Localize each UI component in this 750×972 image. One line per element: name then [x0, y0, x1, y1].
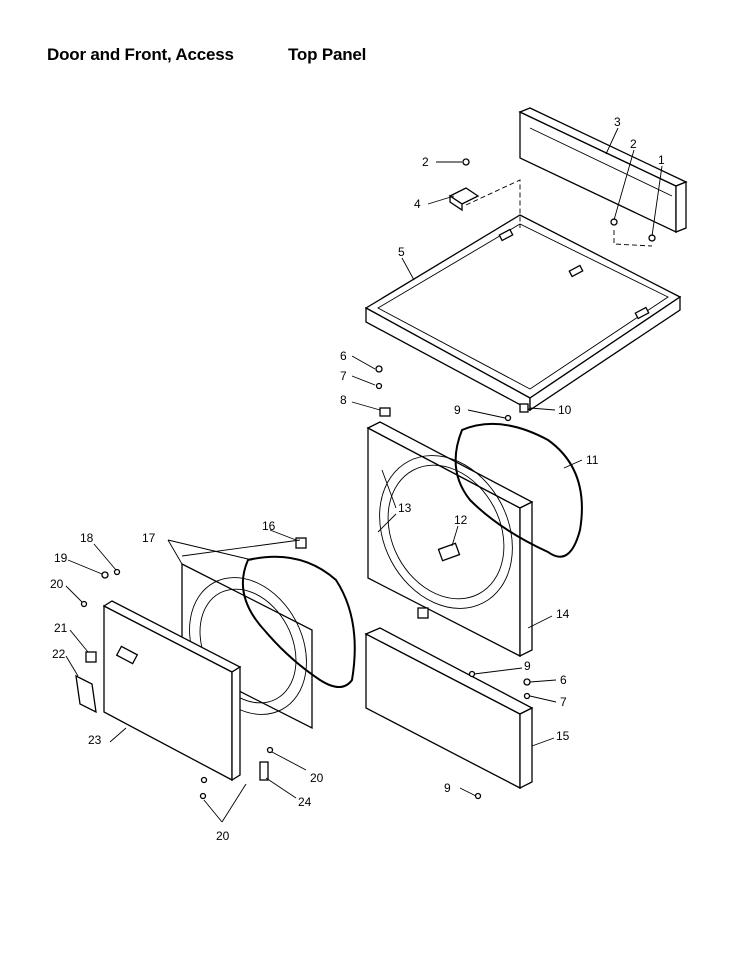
washer-7-top	[375, 382, 383, 390]
callout-20-left: 20	[50, 577, 64, 591]
callout-3: 3	[614, 115, 621, 129]
callout-7-top: 7	[340, 369, 347, 383]
front-panel	[366, 421, 534, 658]
diagram-title-right: Top Panel	[288, 45, 367, 64]
screw-20-bottom-b	[199, 792, 207, 800]
door-switch	[437, 542, 461, 562]
rear-bracket	[518, 107, 688, 234]
screw-18	[113, 568, 121, 576]
hinge-24	[259, 761, 269, 781]
door-strike-16	[295, 537, 307, 549]
callout-7-bottom: 7	[560, 695, 567, 709]
callout-15: 15	[556, 729, 570, 743]
callout-21: 21	[54, 621, 68, 635]
screw-20-bottom-a	[200, 776, 208, 784]
outer-door	[102, 600, 242, 782]
callout-12: 12	[454, 513, 468, 527]
leader-lines	[65, 127, 663, 823]
callout-4: 4	[414, 197, 421, 211]
screw-6-bottom	[523, 678, 531, 686]
callout-22: 22	[52, 647, 66, 661]
door-strike-front	[417, 607, 429, 619]
screw-20-right	[266, 746, 274, 754]
callout-labels: 3 2 1 2 4 5 6 7 8 9 10 11 12 13 14 16 17…	[50, 115, 665, 843]
callout-20-right: 20	[310, 771, 324, 785]
callout-18: 18	[80, 531, 94, 545]
callout-10: 10	[558, 403, 572, 417]
callout-5: 5	[398, 245, 405, 259]
screw-20-left	[80, 600, 88, 608]
diagram-title-left: Door and Front, Access	[47, 45, 234, 64]
callout-6-bottom: 6	[560, 673, 567, 687]
callout-20-bottom: 20	[216, 829, 230, 843]
screw-9-mid	[468, 670, 476, 678]
front-seal	[454, 422, 583, 558]
callout-8: 8	[340, 393, 347, 407]
clip-10	[519, 403, 529, 413]
screw-9-top	[504, 414, 512, 422]
callout-13: 13	[398, 501, 412, 515]
callout-6-top: 6	[340, 349, 347, 363]
hinge-19	[101, 571, 109, 579]
callout-19: 19	[54, 551, 68, 565]
screw-2-top	[462, 158, 470, 166]
top-panel	[364, 214, 682, 412]
toe-panel	[364, 627, 534, 790]
callout-9-mid: 9	[524, 659, 531, 673]
callout-2-right: 2	[630, 137, 637, 151]
callout-14: 14	[556, 607, 570, 621]
handle-bezel	[75, 674, 97, 714]
bracket-8	[379, 407, 391, 417]
callout-11: 11	[586, 453, 599, 467]
door-gasket	[241, 555, 356, 688]
callout-9-bottom: 9	[444, 781, 451, 795]
handle-clip	[85, 651, 97, 663]
washer-7-bottom	[523, 692, 531, 700]
callout-16: 16	[262, 519, 276, 533]
callout-24: 24	[298, 795, 312, 809]
screw-6-top	[375, 365, 383, 373]
callout-1: 1	[658, 153, 665, 167]
callout-23: 23	[88, 733, 102, 747]
callout-17: 17	[142, 531, 156, 545]
callout-2-left: 2	[422, 155, 429, 169]
callout-9-top: 9	[454, 403, 461, 417]
screw-9-bottom	[474, 792, 482, 800]
panel-bracket	[448, 187, 480, 212]
